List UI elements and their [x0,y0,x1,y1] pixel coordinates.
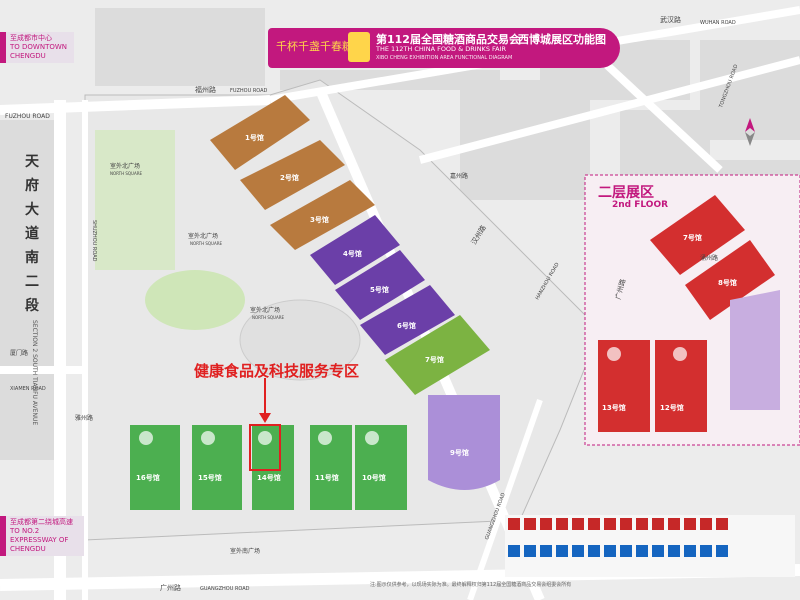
road-wuhan-en: WUHAN ROAD [700,20,736,26]
hall-14[interactable]: 14号馆 [252,425,294,510]
hall-7[interactable]: 7号馆 [385,315,490,395]
expressway-tag-cn: 至成都第二绕城高速 [10,518,73,526]
road-yongzhou-cn: 涌州路 [700,254,718,262]
compass-icon [745,118,755,146]
hall-6[interactable]: 6号馆 [360,285,455,355]
road-wuhan-cn: 武汉路 [660,15,681,24]
downtown-tag-cn: 至成都市中心 [10,34,52,42]
fair-title-right: 西博城展区功能图 [518,33,606,46]
fair-logo: 千杯千盏千春糖 [276,40,353,53]
hall-10[interactable]: 10号馆 [355,425,407,510]
floor2-hall-7[interactable]: 7号馆 [650,195,745,275]
north-square-label-3: 室外北广场 [250,306,280,314]
health-zone-highlight [249,424,281,471]
north-outdoor-square-label: 室外北广场 [110,162,140,170]
hall-9-label: 9号馆 [450,448,469,457]
north-outdoor-square-en-label: NORTH SQUARE [110,171,142,176]
floor2-hall-12[interactable]: 12号馆 [655,340,707,432]
fair-title-cn: 第112届全国糖酒商品交易会 [376,33,520,46]
hall-4-label: 4号馆 [343,249,362,258]
hall-16[interactable]: 16号馆 [130,425,180,510]
hall-11[interactable]: 11号馆 [310,425,352,510]
road-fuzhou-en-left: FUZHOU ROAD [5,113,50,120]
hall-5[interactable]: 5号馆 [335,250,425,320]
road-guangzhou-cn: 广州路 [160,583,181,592]
hall-10-label: 10号馆 [362,473,386,482]
legend-icons [505,515,795,577]
road-fuzhou-cn: 福州路 [195,85,216,94]
downtown-tag-en: TO DOWNTOWN CHENGDU [10,43,68,60]
second-floor-title-en: 2nd FLOOR [612,200,669,210]
hall-15[interactable]: 15号馆 [192,425,242,510]
floor2-conference-area [730,290,780,410]
floor2-hall-13[interactable]: 13号馆 [598,340,650,432]
expressway-tag: 至成都第二绕城高速 TO NO.2 EXPRESSWAY OF CHENGDU [0,516,84,556]
floor2-hall-7-label: 7号馆 [683,233,702,242]
footnote: 注:图示仅供参考，以现场实际为准。最终解释权归第112届全国糖酒商品交易会组委会… [370,582,572,588]
north-square-en-label-2: NORTH SQUARE [190,241,222,246]
hall-2[interactable]: 2号馆 [240,140,345,210]
road-yazhou-cn: 雅州路 [75,414,93,422]
second-floor-title: 二层展区 [598,185,654,201]
hall-5-label: 5号馆 [370,285,389,294]
hall-2-label: 2号馆 [280,173,299,182]
road-xiamen-en: XIAMEN ROAD [10,386,46,392]
road-tianfu-en: SECTION 2 SOUTH TIANFU AVENUE [31,320,38,426]
hall-4[interactable]: 4号馆 [310,215,400,285]
road-guangzhou-en: GUANGZHOU ROAD [200,586,250,592]
road-tianfu-cn: 天府大道南二段 [25,154,39,314]
hall-16-label: 16号馆 [136,473,160,482]
south-square-label: 室外南广场 [230,547,260,555]
hall-6-label: 6号馆 [397,321,416,330]
road-jiazhou-cn: 嘉州路 [450,172,468,180]
hall-3[interactable]: 3号馆 [270,180,375,250]
hall-14-label: 14号馆 [257,473,281,482]
hall-3-label: 3号馆 [310,215,329,224]
north-square-label-2: 室外北广场 [188,232,218,240]
fair-subtitle-en: XIBO CHENG EXHIBITION AREA FUNCTIONAL DI… [376,55,513,61]
fair-title-en: THE 112TH CHINA FOOD & DRINKS FAIR [376,45,507,53]
floor2-hall-12-label: 12号馆 [660,403,684,412]
expressway-tag-en: TO NO.2 EXPRESSWAY OF CHENGDU [10,527,69,553]
north-square-en-label-3: NORTH SQUARE [252,315,284,320]
fair-title-banner: 千杯千盏千春糖 第112届全国糖酒商品交易会 THE 112TH CHINA F… [268,28,620,68]
road-shuzhou-en: SHUZHOU ROAD [91,220,97,262]
hall-7-label: 7号馆 [425,355,444,364]
floor2-hall-8[interactable]: 8号馆 [685,240,775,320]
floor2-hall-13-label: 13号馆 [602,403,626,412]
downtown-tag: 至成都市中心 TO DOWNTOWN CHENGDU [0,32,74,63]
hall-9[interactable]: 9号馆 [428,395,500,490]
hall-11-label: 11号馆 [315,473,339,482]
hall-1-label: 1号馆 [245,133,264,142]
road-fuzhou-en: FUZHOU ROAD [230,88,268,94]
fair-emblem-icon [348,32,370,62]
hall-1[interactable]: 1号馆 [210,95,310,170]
hall-15-label: 15号馆 [198,473,222,482]
road-xiamen-cn: 厦门路 [10,349,28,357]
floor2-hall-8-label: 8号馆 [718,278,737,287]
health-zone-label: 健康食品及科技服务专区 [194,362,360,380]
